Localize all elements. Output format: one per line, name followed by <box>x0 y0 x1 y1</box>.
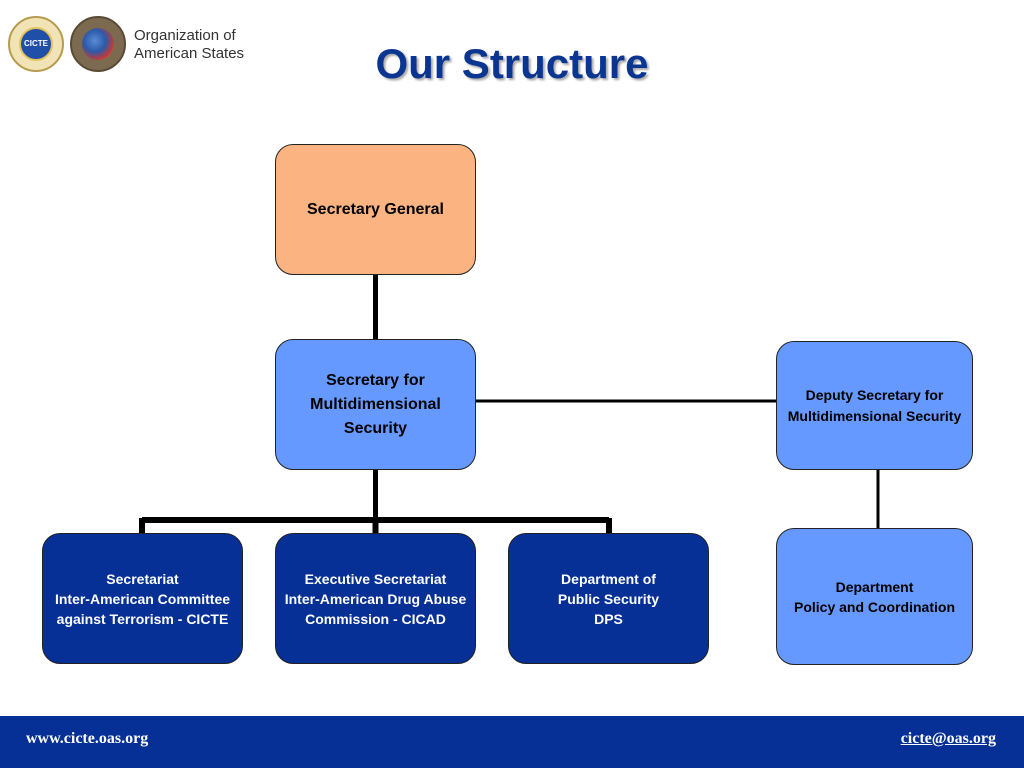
box-line: Department of <box>561 570 656 587</box>
box-secretary-multidimensional-security: Secretary for Multidimensional Security <box>275 339 476 470</box>
box-line: Policy and Coordination <box>793 598 955 615</box>
cicte-seal-text: CICTE <box>19 27 53 61</box>
footer-bar: www.cicte.oas.org cicte@oas.org <box>0 716 1024 768</box>
box-secretary-general: Secretary General <box>275 144 476 275</box>
box-cicad: Executive Secretariat Inter-American Dru… <box>275 533 476 664</box>
box-line: Security <box>343 419 408 437</box>
oas-seal-icon <box>70 16 126 72</box>
box-line: DPS <box>594 610 623 627</box>
box-line: Public Security <box>557 590 660 607</box>
box-line: Multidimensional Security <box>787 407 962 424</box>
box-line: Multidimensional <box>310 395 441 413</box>
box-policy-coordination: Department Policy and Coordination <box>776 528 973 665</box>
box-line: Deputy Secretary for <box>805 386 944 403</box>
box-line: Secretary for <box>326 371 425 389</box>
org-name-line1: Organization of <box>134 27 236 44</box>
page-title: Our Structure <box>375 40 649 87</box>
box-cicte: Secretariat Inter-American Committee aga… <box>42 533 243 664</box>
org-name-line2: American States <box>134 45 245 62</box>
cicte-seal-icon: CICTE <box>8 16 64 72</box>
box-line: Department <box>835 578 914 595</box>
box-line: Inter-American Committee <box>54 590 231 607</box>
box-line: Secretariat <box>106 570 179 587</box>
box-deputy-secretary: Deputy Secretary for Multidimensional Se… <box>776 341 973 470</box>
org-name: Organization of American States <box>134 27 244 63</box>
box-line: Inter-American Drug Abuse <box>284 590 467 607</box>
footer-website-link[interactable]: www.cicte.oas.org <box>26 730 149 747</box>
box-line: Commission - CICAD <box>305 610 446 627</box>
box-line: Executive Secretariat <box>304 570 447 587</box>
box-line: Secretary General <box>307 200 444 218</box>
box-dps: Department of Public Security DPS <box>508 533 709 664</box>
footer-email-link[interactable]: cicte@oas.org <box>900 730 996 747</box>
box-line: against Terrorism - CICTE <box>56 610 229 627</box>
header-logos: CICTE Organization of American States <box>8 14 248 78</box>
